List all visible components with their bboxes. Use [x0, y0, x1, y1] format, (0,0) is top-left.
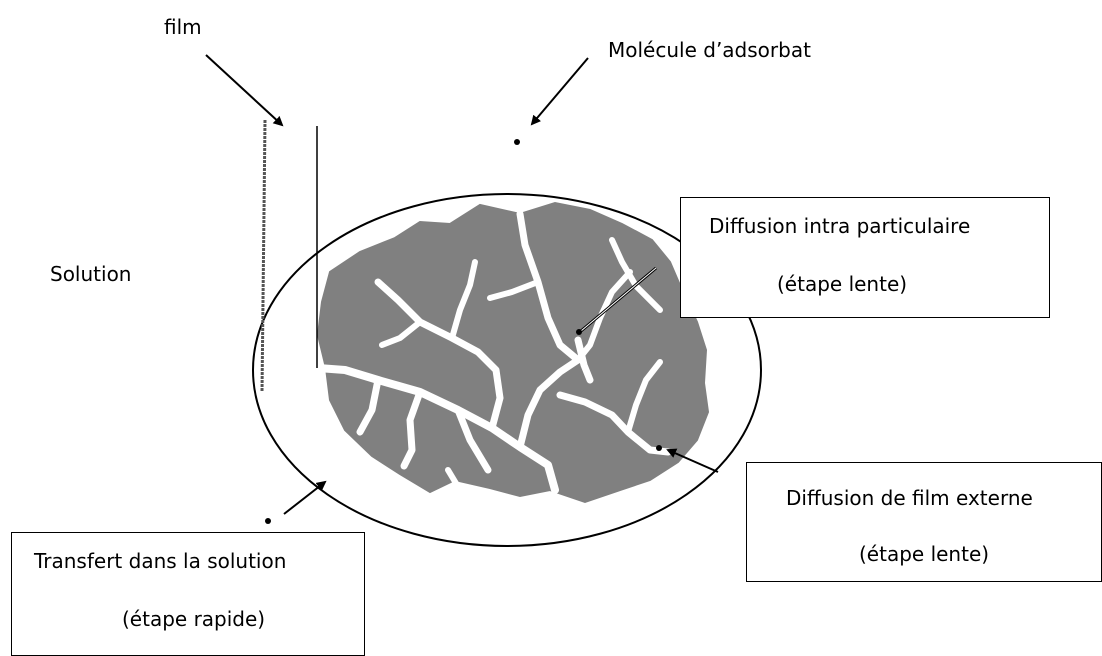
external-diffusion-title: Diffusion de film externe: [786, 486, 1033, 510]
transfer-arrow: [284, 482, 325, 514]
porous-particle: [318, 203, 708, 502]
adsorbate-molecule: [514, 139, 520, 145]
intra-diffusion-box: Diffusion intra particulaire (étape lent…: [680, 197, 1050, 318]
external-diffusion-box: Diffusion de film externe (étape lente): [746, 462, 1102, 582]
adsorbate-arrow: [532, 58, 588, 124]
film-arrow: [206, 55, 282, 125]
transfer-rate: (étape rapide): [122, 607, 265, 631]
intra-diffusion-dot: [576, 329, 582, 335]
adsorbate-label: Molécule d’adsorbat: [608, 38, 811, 62]
external-diffusion-rate: (étape lente): [859, 542, 989, 566]
transfer-title: Transfert dans la solution: [34, 549, 286, 573]
film-label: film: [164, 15, 202, 39]
film-line-left: [262, 120, 265, 392]
external-diffusion-dot: [656, 445, 662, 451]
intra-diffusion-rate: (étape lente): [777, 272, 907, 296]
transfer-box: Transfert dans la solution (étape rapide…: [11, 532, 365, 656]
transfer-molecule: [265, 518, 271, 524]
solution-label: Solution: [50, 262, 131, 286]
intra-diffusion-title: Diffusion intra particulaire: [709, 214, 970, 238]
